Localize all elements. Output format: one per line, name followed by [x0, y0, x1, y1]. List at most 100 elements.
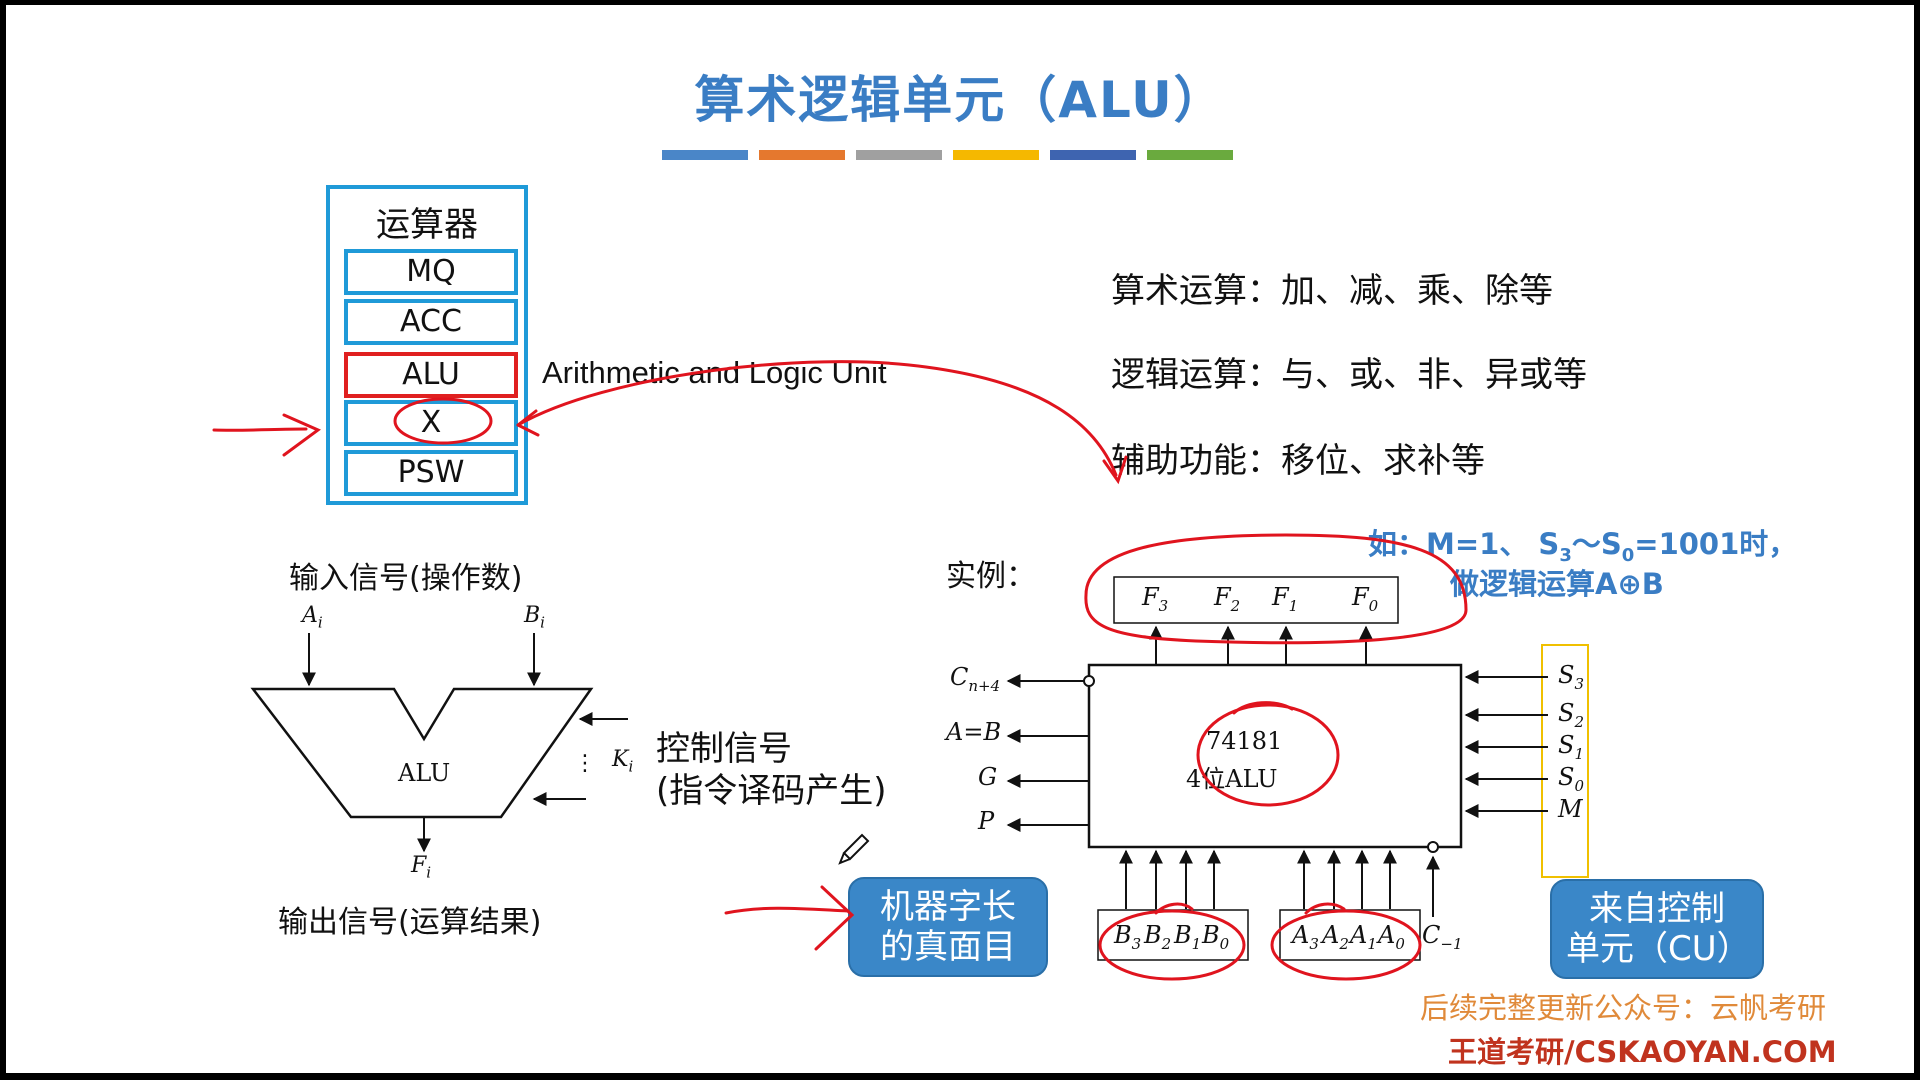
pin-left-0-sub: n+4 — [968, 676, 1001, 695]
pin-f2-base: F — [1214, 583, 1231, 611]
pin-b1-base: B — [1174, 921, 1192, 949]
pin-right-2: S1 — [1558, 731, 1584, 763]
example-note-tilde: ～S — [1571, 527, 1622, 561]
output-f-sub: i — [426, 863, 432, 882]
chip-name: 74181 — [1206, 727, 1283, 755]
callout-word-length-line2: 的真面目 — [880, 927, 1016, 967]
input-b-sub: i — [540, 613, 545, 632]
pin-f0-base: F — [1352, 583, 1369, 611]
pin-f0-sub: 0 — [1368, 596, 1379, 615]
example-note-end: =1001时， — [1634, 527, 1798, 561]
title-bar-4 — [1050, 150, 1136, 160]
callout-from-cu: 来自控制 单元（CU） — [1550, 879, 1764, 979]
input-b-label: Bi — [524, 603, 545, 631]
pin-b1: B1 — [1174, 921, 1201, 953]
input-a-sub: i — [317, 613, 323, 632]
pin-left-0-base: C — [950, 663, 969, 691]
chip-wires — [1006, 625, 1548, 917]
output-signal-label: 输出信号(运算结果) — [278, 905, 542, 940]
slide: 算术逻辑单元（ALU） 运算器 MQ ACC ALU X PSW Arithme… — [6, 5, 1914, 1073]
input-b-base: B — [524, 603, 541, 628]
pin-b2-base: B — [1144, 921, 1162, 949]
page-title: 算术逻辑单元（ALU） — [694, 71, 1226, 129]
pin-b0: B0 — [1202, 921, 1229, 953]
pin-right-3-base: S — [1558, 763, 1575, 791]
input-signal-label: 输入信号(操作数) — [289, 561, 523, 596]
pin-b2: B2 — [1144, 921, 1171, 953]
control-k-label: Ki — [612, 747, 633, 775]
pin-carry-in-sub: −1 — [1440, 934, 1463, 953]
alu-symbol: ⋮ — [250, 633, 628, 853]
pin-a0-sub: 0 — [1395, 934, 1405, 953]
output-f-base: F — [411, 853, 427, 878]
control-dots: ⋮ — [574, 751, 596, 776]
title-bar-0 — [662, 150, 748, 160]
example-note-sub3: 3 — [1559, 544, 1572, 566]
pin-right-3: S0 — [1558, 763, 1584, 795]
pin-a1-base: A — [1350, 921, 1368, 949]
pin-a2-sub: 2 — [1339, 934, 1349, 953]
control-signal-label: 控制信号 — [656, 729, 792, 769]
pin-a2-base: A — [1322, 921, 1340, 949]
pin-f3-base: F — [1142, 583, 1159, 611]
pin-carry-in: C−1 — [1422, 921, 1463, 953]
alu-center-label: ALU — [398, 759, 451, 787]
pin-b0-sub: 0 — [1219, 934, 1230, 953]
pin-left-1-base: A=B — [946, 718, 1002, 746]
pin-b3: B3 — [1114, 921, 1141, 953]
cpu-box-label: 运算器 — [376, 205, 478, 245]
pin-left-0: Cn+4 — [950, 663, 1000, 695]
callout-from-cu-line1: 来自控制 — [1589, 889, 1725, 929]
pin-b3-sub: 3 — [1131, 934, 1142, 953]
pin-b0-base: B — [1202, 921, 1220, 949]
footer-wechat: 后续完整更新公众号：云帆考研 — [1420, 991, 1827, 1025]
pin-f1-sub: 1 — [1288, 596, 1299, 615]
pin-b2-sub: 2 — [1161, 934, 1172, 953]
pin-f1-base: F — [1272, 583, 1289, 611]
footer-site: 王道考研/CSKAOYAN.COM — [1448, 1035, 1837, 1069]
handwritten-annotations — [212, 360, 1468, 981]
example-label: 实例： — [946, 559, 1036, 594]
control-k-base: K — [612, 747, 629, 772]
diagram-drawing: ⋮ — [212, 360, 1589, 981]
pin-left-3-base: P — [978, 807, 995, 835]
pin-left-2-base: G — [978, 763, 998, 791]
op-logic: 逻辑运算：与、或、非、异或等 — [1111, 355, 1587, 395]
pin-right-3-sub: 0 — [1574, 776, 1584, 795]
pin-b3-base: B — [1114, 921, 1132, 949]
pin-a2: A2 — [1322, 921, 1349, 953]
pin-f1: F1 — [1272, 583, 1298, 615]
pin-f0: F0 — [1352, 583, 1378, 615]
op-arithmetic: 算术运算：加、减、乘、除等 — [1111, 271, 1553, 311]
pin-a1: A1 — [1350, 921, 1377, 953]
cpu-box — [326, 185, 528, 505]
chip-74181 — [1083, 576, 1589, 961]
pin-right-4: M — [1558, 795, 1583, 823]
pin-f2: F2 — [1214, 583, 1240, 615]
op-aux: 辅助功能：移位、求补等 — [1111, 441, 1485, 481]
pencil-icon — [838, 833, 870, 865]
control-k-sub: i — [628, 757, 634, 776]
register-psw: PSW — [344, 450, 518, 496]
pin-right-4-base: M — [1558, 795, 1583, 823]
register-alu: ALU — [344, 352, 518, 398]
title-bar-3 — [953, 150, 1039, 160]
example-note-operation: 做逻辑运算A⊕B — [1450, 567, 1664, 601]
pin-a1-sub: 1 — [1367, 934, 1377, 953]
pin-carry-in-base: C — [1422, 921, 1441, 949]
register-x: X — [344, 400, 518, 446]
title-bar-1 — [759, 150, 845, 160]
register-acc: ACC — [344, 299, 518, 345]
pin-right-2-sub: 1 — [1574, 744, 1584, 763]
pin-right-0-base: S — [1558, 661, 1575, 689]
input-a-label: Ai — [302, 603, 323, 631]
pin-f2-sub: 2 — [1230, 596, 1241, 615]
register-mq: MQ — [344, 249, 518, 295]
pin-a0: A0 — [1378, 921, 1405, 953]
pin-a3: A3 — [1292, 921, 1319, 953]
callout-word-length: 机器字长 的真面目 — [848, 877, 1048, 977]
example-note-sub0: 0 — [1621, 544, 1635, 566]
pin-a3-base: A — [1292, 921, 1310, 949]
pin-left-2: G — [978, 763, 997, 791]
callout-word-length-line1: 机器字长 — [880, 887, 1016, 927]
